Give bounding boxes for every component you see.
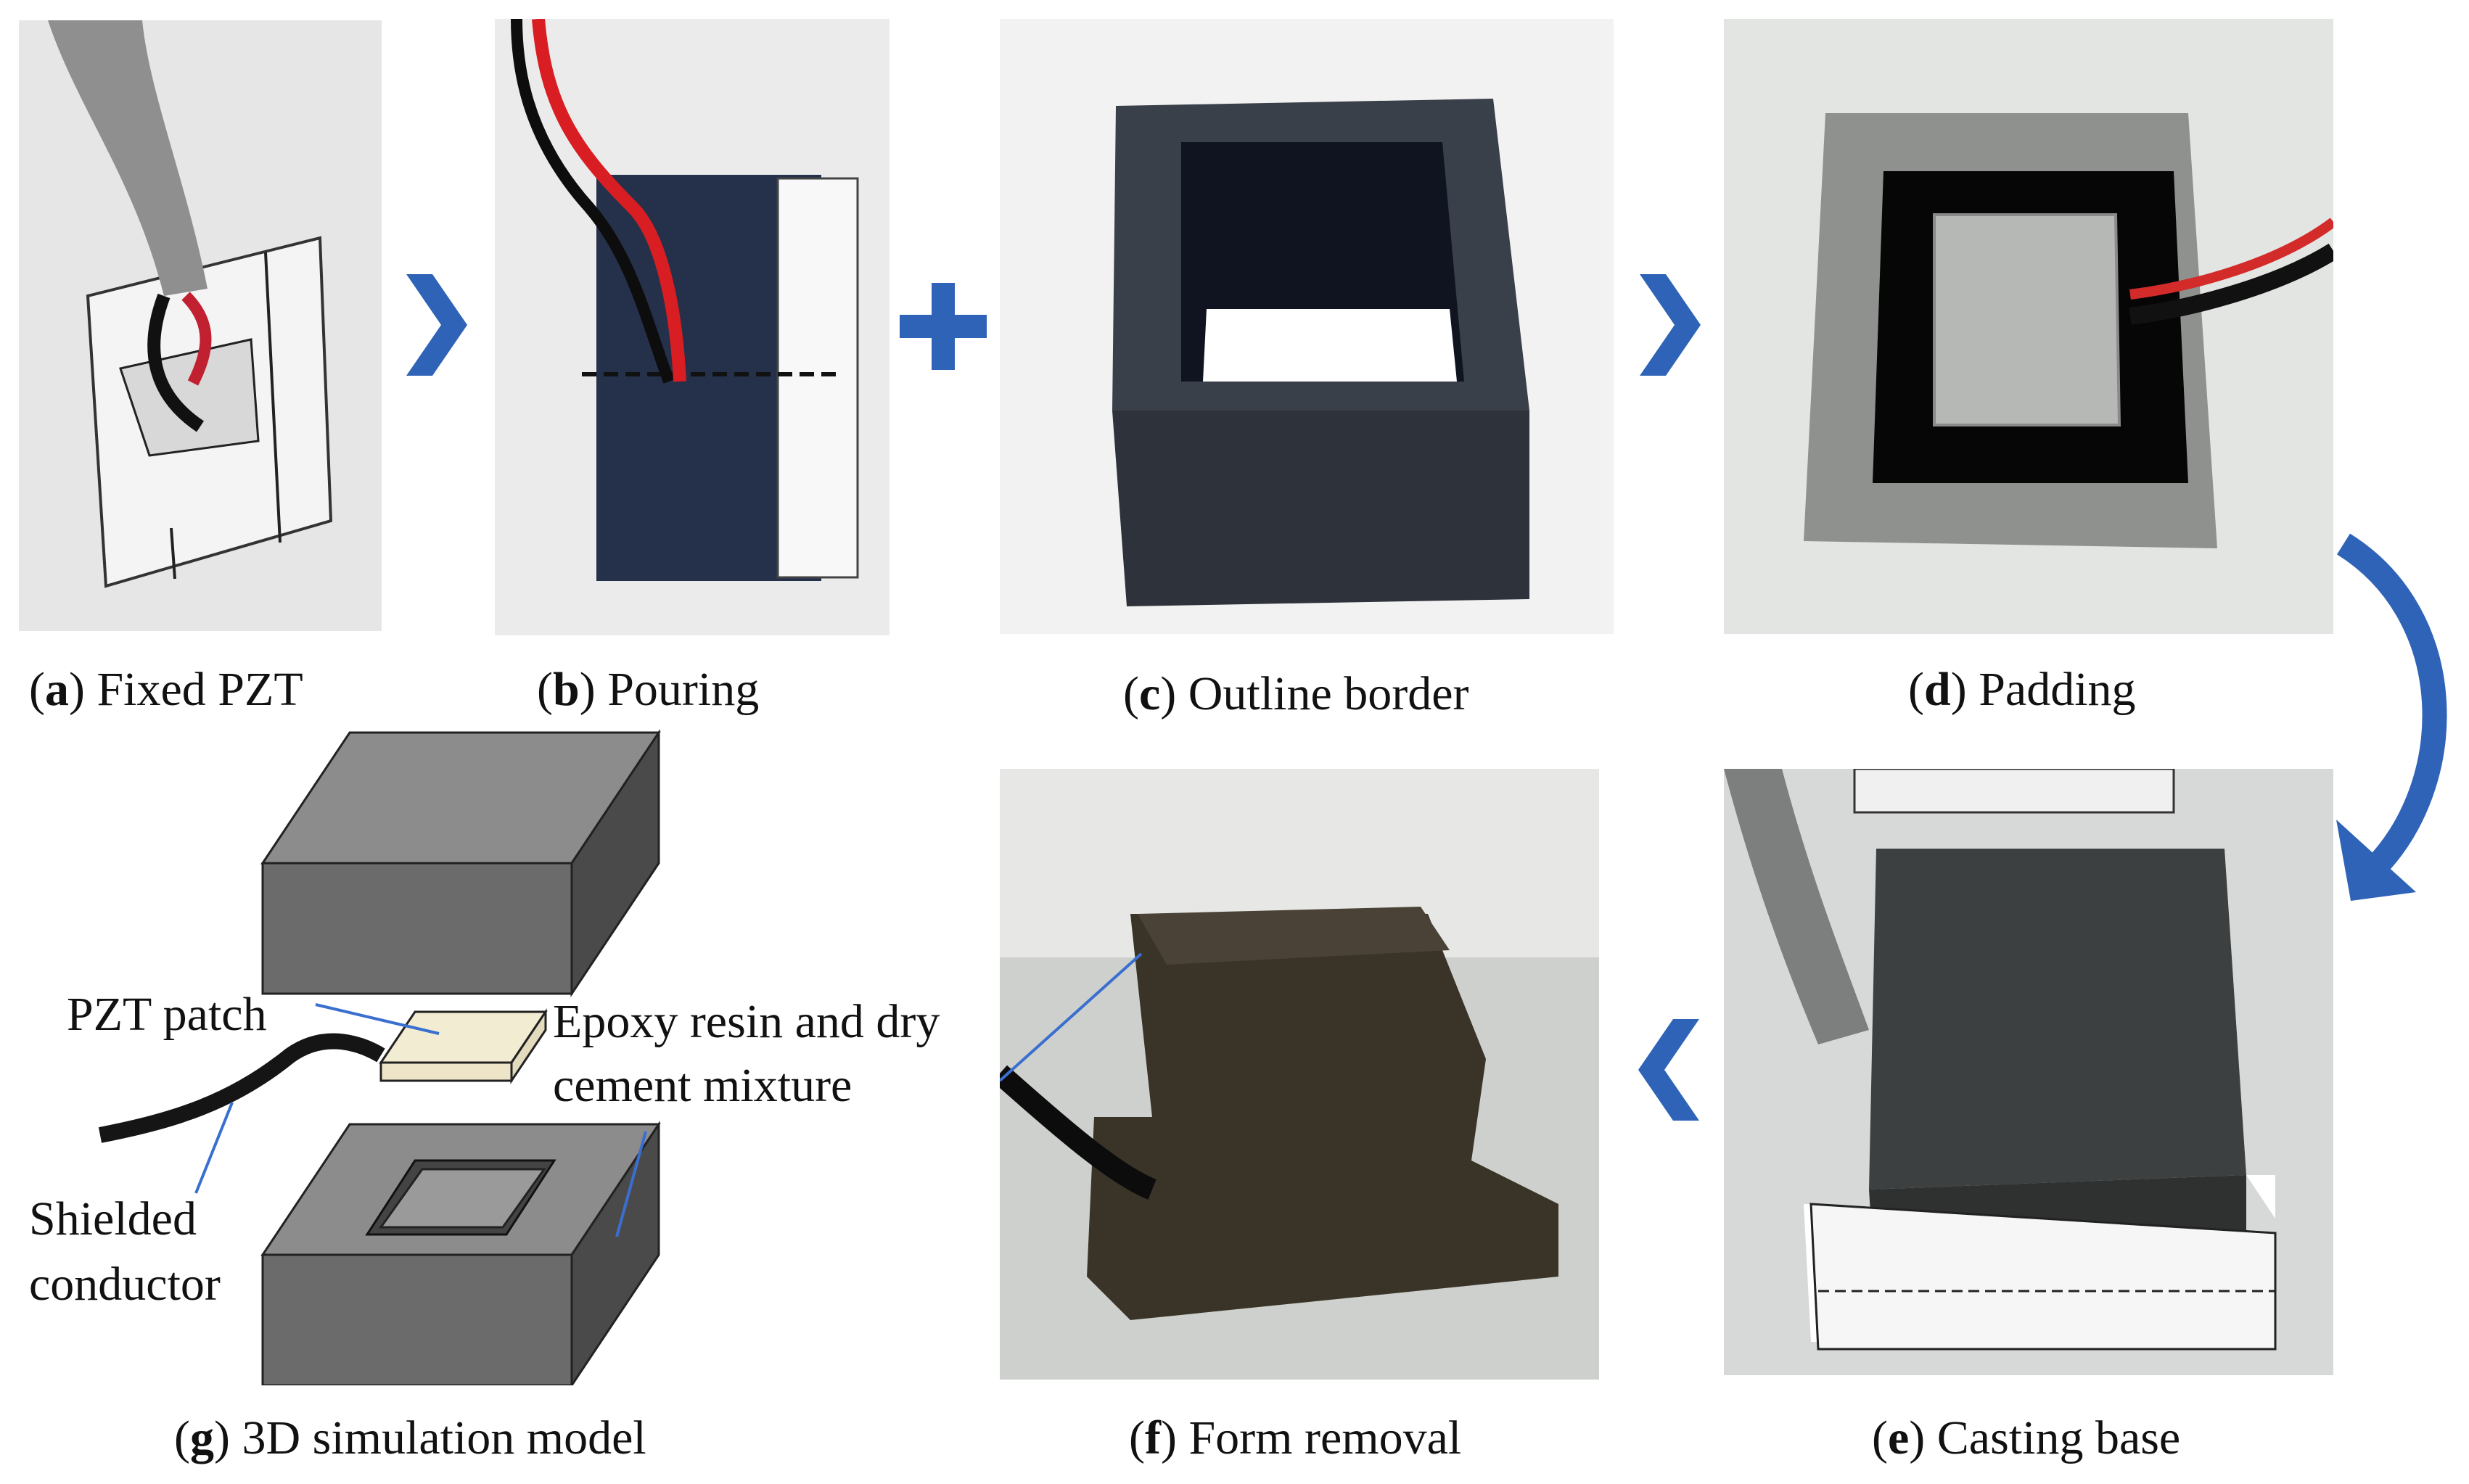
- caption-f: (f) Form removal: [1129, 1411, 1462, 1464]
- caption-e: (e) Casting base: [1872, 1411, 2181, 1464]
- shielded-label-line2: conductor: [29, 1258, 221, 1311]
- chevron-right-icon: [1640, 274, 1701, 376]
- plus-icon: [900, 283, 987, 370]
- caption-d: (d) Padding: [1908, 663, 2136, 716]
- curved-arrow-icon: [2336, 533, 2447, 901]
- caption-c: (c) Outline border: [1123, 667, 1469, 720]
- caption-g: (g) 3D simulation model: [174, 1411, 646, 1464]
- epoxy-label-line1: Epoxy resin and dry: [553, 995, 940, 1048]
- caption-a: (a) Fixed PZT: [29, 663, 303, 716]
- chevron-right-icon: [406, 274, 467, 376]
- shielded-label-line1: Shielded: [29, 1192, 197, 1245]
- caption-b: (b) Pouring: [537, 663, 760, 716]
- photo-casting-base: [1724, 769, 2333, 1375]
- photo-padding: [1724, 19, 2333, 634]
- photo-pouring: [495, 19, 890, 635]
- chevron-left-icon: [1638, 1019, 1699, 1121]
- photo-fixed-pzt: [19, 20, 382, 631]
- photo-outline-border: [1000, 19, 1614, 634]
- model-3d-diagram: [87, 725, 994, 1385]
- pzt-patch-label: PZT patch: [67, 988, 267, 1041]
- photo-form-removal: [1000, 769, 1599, 1380]
- epoxy-label-line2: cement mixture: [553, 1059, 853, 1112]
